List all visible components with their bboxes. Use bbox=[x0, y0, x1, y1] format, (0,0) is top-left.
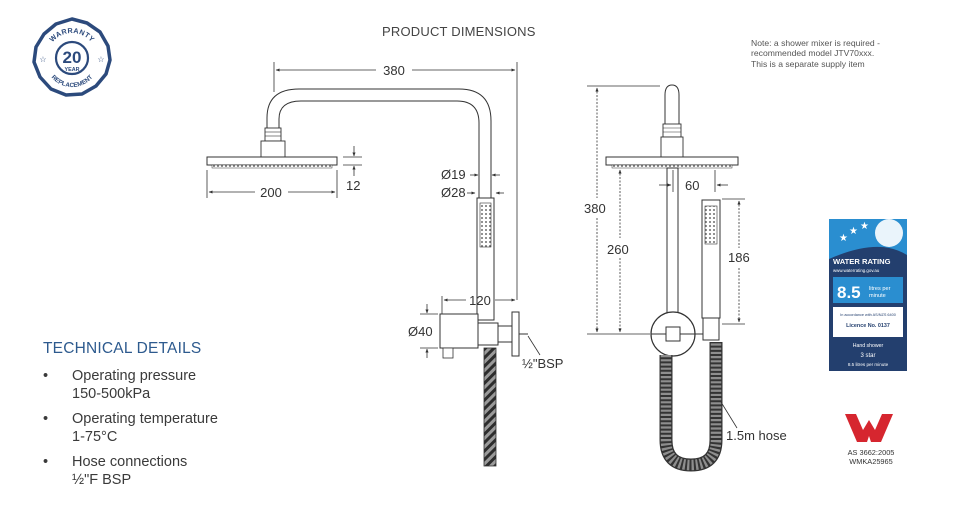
dim-12-head: 12 bbox=[346, 178, 360, 193]
dim-260-height: 260 bbox=[607, 242, 629, 257]
side-shower-head bbox=[605, 156, 739, 166]
star-icon: ★ bbox=[860, 221, 869, 232]
shower-head bbox=[206, 156, 338, 166]
water-rating-site: www.waterrating.gov.au bbox=[833, 268, 880, 273]
riser-outer bbox=[266, 88, 492, 198]
water-rating-type: Hand shower bbox=[853, 343, 884, 349]
spec-label: Operating pressure bbox=[72, 368, 197, 384]
dim-200-head: 200 bbox=[260, 185, 282, 200]
dim-186-hand: 186 bbox=[728, 250, 750, 265]
riser-inner bbox=[278, 100, 480, 198]
star-icon: ☆ bbox=[97, 55, 104, 64]
supply-note: Note: a shower mixer is required - recom… bbox=[751, 38, 941, 69]
dim-dia-28: Ø28 bbox=[441, 185, 466, 200]
watermark-icon bbox=[845, 414, 893, 442]
water-rating-flow: 8.5 litres per minute bbox=[848, 362, 889, 367]
water-rating-unit: litres per bbox=[869, 286, 891, 292]
list-item: • Operating pressure 150-500kPa bbox=[43, 367, 218, 403]
head-joint bbox=[260, 140, 286, 158]
side-riser-top bbox=[664, 84, 680, 124]
dim-380-width: 380 bbox=[383, 63, 405, 78]
warranty-unit: YEAR bbox=[65, 67, 80, 73]
dim-120-arm: 120 bbox=[469, 293, 491, 308]
warranty-badge: WARRANTY REPLACEMENT 20 YEAR ☆ ☆ bbox=[32, 17, 112, 97]
water-rating-licence: Licence No. 0137 bbox=[846, 323, 890, 329]
wall-flange bbox=[511, 311, 520, 357]
spec-label: Operating temperature bbox=[72, 411, 218, 427]
hose-loop-outline bbox=[659, 342, 723, 472]
wall-elbow bbox=[439, 313, 479, 349]
water-rating-title: WATER RATING bbox=[833, 257, 891, 266]
hand-shower-nozzles bbox=[704, 205, 718, 245]
dim-60-offset: 60 bbox=[685, 178, 699, 193]
water-rating-label: ★ ★ ★ WATER RATING www.waterrating.gov.a… bbox=[829, 219, 907, 371]
star-icon: ★ bbox=[839, 233, 848, 244]
page-title: PRODUCT DIMENSIONS bbox=[382, 24, 536, 39]
star-icon: ★ bbox=[849, 226, 858, 237]
bullet: • bbox=[43, 368, 49, 384]
dim-380-height: 380 bbox=[584, 201, 606, 216]
spec-label: Hose connections bbox=[72, 454, 188, 470]
note-line: This is a separate supply item bbox=[751, 58, 865, 69]
list-item: • Hose connections ½"F BSP bbox=[43, 453, 218, 489]
dim-hose-length: 1.5m hose bbox=[726, 428, 787, 443]
spec-value: 1-75°C bbox=[72, 429, 118, 445]
watermark-logo: AS 3662:2005 WMKA25965 bbox=[836, 412, 906, 466]
dim-bsp: ½"BSP bbox=[522, 356, 563, 371]
note-line: recommended model JTV70xxx. bbox=[751, 48, 875, 59]
hose-connector bbox=[477, 322, 499, 346]
note-line: Note: a shower mixer is required - bbox=[751, 38, 880, 48]
shower-head-nozzles bbox=[211, 164, 333, 169]
watermark-code: WMKA25965 bbox=[849, 456, 893, 466]
water-rating-stars: 3 star bbox=[860, 353, 875, 359]
star-icon: ☆ bbox=[39, 55, 46, 64]
spec-value: ½"F BSP bbox=[72, 472, 132, 488]
water-rating-unit: minute bbox=[869, 293, 886, 299]
water-rating-accordance: In accordance with AS/NZS 6400 bbox=[840, 313, 896, 317]
water-rating-value: 8.5 bbox=[837, 283, 861, 302]
technical-list: • Operating pressure 150-500kPa • Operat… bbox=[43, 367, 218, 496]
bullet: • bbox=[43, 411, 49, 427]
technical-heading: TECHNICAL DETAILS bbox=[43, 340, 202, 357]
head-connector bbox=[264, 127, 282, 142]
warranty-years: 20 bbox=[63, 48, 82, 67]
dim-dia-19: Ø19 bbox=[441, 167, 466, 182]
hand-shower-holder bbox=[702, 317, 720, 341]
hand-shower-side bbox=[479, 202, 492, 248]
dim-dia-40: Ø40 bbox=[408, 324, 433, 339]
watermark-standard: AS 3662:2005 bbox=[847, 448, 895, 457]
hose-front bbox=[483, 347, 497, 467]
spec-value: 150-500kPa bbox=[72, 386, 151, 402]
hose-loop bbox=[660, 342, 722, 471]
side-riser bbox=[666, 167, 679, 319]
list-item: • Operating temperature 1-75°C bbox=[43, 410, 218, 446]
bullet: • bbox=[43, 454, 49, 470]
